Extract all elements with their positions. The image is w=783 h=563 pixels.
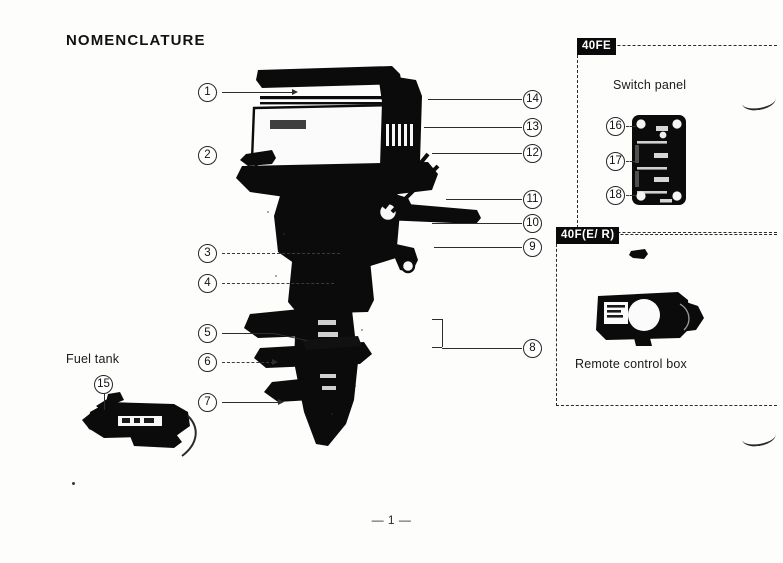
badge-model-40fe: 40FE <box>577 38 617 55</box>
callout-15: 15 <box>94 375 113 394</box>
callout-16: 16 <box>606 117 625 136</box>
leader-6-arrow <box>272 359 278 365</box>
leader-4 <box>222 283 334 284</box>
leader-7 <box>222 402 280 403</box>
leader-8-bracket-top <box>432 319 442 320</box>
fuel-tank-label: Fuel tank <box>66 352 120 366</box>
callout-7: 7 <box>198 393 217 412</box>
page-number: — 1 — <box>371 513 412 527</box>
leader-17 <box>626 161 636 162</box>
callout-11: 11 <box>523 190 542 209</box>
leader-7-arrow <box>278 399 284 405</box>
leader-8-bracket-bottom <box>432 347 442 348</box>
callout-5: 5 <box>198 324 217 343</box>
outboard-motor-illustration <box>232 62 482 462</box>
leader-1-arrow <box>292 89 298 95</box>
leader-5a <box>222 333 274 334</box>
switch-panel-illustration <box>630 113 688 207</box>
scan-artifact-bottom-right <box>741 426 777 448</box>
leader-11 <box>446 199 522 200</box>
leader-16 <box>626 126 636 127</box>
leader-18 <box>626 195 636 196</box>
remote-control-box-label: Remote control box <box>575 357 687 371</box>
leader-12 <box>432 153 522 154</box>
leader-9 <box>434 247 522 248</box>
leader-8 <box>442 348 522 349</box>
callout-18: 18 <box>606 186 625 205</box>
leader-15 <box>104 394 105 410</box>
leader-3 <box>222 253 340 254</box>
leader-14 <box>428 99 522 100</box>
callout-9: 9 <box>523 238 542 257</box>
callout-8: 8 <box>523 339 542 358</box>
switch-panel-section <box>577 45 777 233</box>
scan-speck <box>72 482 75 485</box>
callout-14: 14 <box>523 90 542 109</box>
remote-control-box-illustration <box>592 288 712 350</box>
remote-box-knob-detail <box>628 247 650 261</box>
callout-2: 2 <box>198 146 217 165</box>
switch-panel-label: Switch panel <box>613 78 687 92</box>
callout-17: 17 <box>606 152 625 171</box>
callout-4: 4 <box>198 274 217 293</box>
fuel-tank-illustration <box>78 382 198 460</box>
callout-10: 10 <box>523 214 542 233</box>
callout-1: 1 <box>198 83 217 102</box>
leader-6 <box>222 362 274 363</box>
callout-3: 3 <box>198 244 217 263</box>
leader-13 <box>424 127 522 128</box>
page-title: NOMENCLATURE <box>66 32 206 49</box>
leader-8-bracket-vert <box>442 319 443 347</box>
badge-model-40fer: 40F(E/ R) <box>556 227 620 244</box>
callout-6: 6 <box>198 353 217 372</box>
callout-13: 13 <box>523 118 542 137</box>
leader-10 <box>432 223 522 224</box>
callout-12: 12 <box>523 144 542 163</box>
leader-1 <box>222 92 294 93</box>
remote-control-box-section <box>556 234 777 406</box>
